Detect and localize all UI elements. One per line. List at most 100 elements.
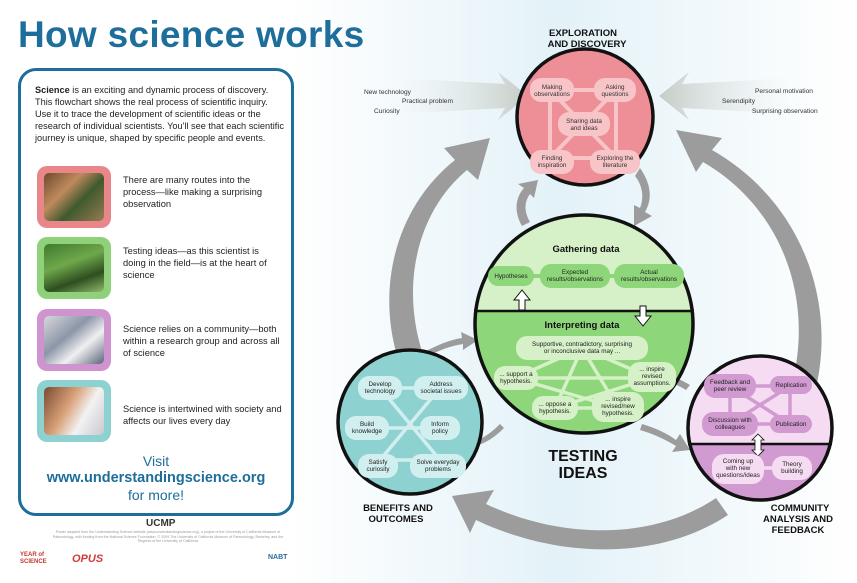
node-exploring-label-2: literature bbox=[603, 162, 628, 169]
node-satisfy-curiosity bbox=[358, 454, 398, 478]
card-text-benefits: Science is intertwined with society and … bbox=[123, 404, 282, 426]
node-making-label-1: Making bbox=[542, 84, 563, 91]
cycle-arrow-upper-right bbox=[676, 130, 822, 392]
exploration-title-2: AND DISCOVERY bbox=[548, 39, 627, 50]
node-expected-results bbox=[540, 264, 610, 288]
node-develop-label-1: Develop bbox=[368, 381, 392, 388]
node-oppose-label-2: hypothesis. bbox=[539, 408, 571, 415]
node-inspire-revised-assumptions bbox=[628, 362, 676, 392]
input-label-practical-problem: Practical problem bbox=[402, 98, 453, 105]
exploration-photo-card bbox=[37, 166, 111, 228]
node-solve-problems bbox=[410, 454, 466, 478]
node-solve-label-1: Solve everyday bbox=[416, 459, 460, 466]
node-support-label-1: ... support a bbox=[499, 371, 533, 378]
cycle-arrow-upper-left bbox=[389, 138, 490, 378]
node-hypotheses bbox=[488, 266, 534, 286]
opus-logo: OPUS bbox=[72, 553, 104, 565]
node-coming-label-3: questions/ideas bbox=[716, 472, 760, 479]
node-oppose-label-1: ... oppose a bbox=[539, 401, 572, 408]
node-finding-inspiration bbox=[530, 150, 574, 174]
node-finding-label-2: inspiration bbox=[538, 162, 567, 169]
node-discussion-colleagues bbox=[702, 412, 758, 436]
input-label-curiosity: Curiosity bbox=[374, 108, 400, 115]
doctor-patient-photo bbox=[44, 387, 104, 435]
node-address-label-2: societal issues bbox=[421, 388, 462, 395]
arrow-exploration-to-testing bbox=[634, 168, 652, 226]
arrow-up-to-hypotheses bbox=[512, 289, 532, 311]
students-photo bbox=[44, 173, 104, 221]
node-asking-label-1: Asking bbox=[606, 84, 625, 91]
intro-term: Science bbox=[35, 85, 70, 95]
node-inspire-new-label-1: ... inspire bbox=[605, 396, 631, 403]
arrow-benefits-to-testing bbox=[424, 332, 478, 356]
benefits-title-2: OUTCOMES bbox=[369, 514, 424, 525]
benefits-photo-card bbox=[37, 380, 111, 442]
ucmp-logo: UCMP bbox=[146, 518, 176, 529]
node-sharing-data bbox=[558, 112, 610, 136]
arrow-testing-to-exploration bbox=[516, 180, 538, 226]
node-coming-label-2: with new bbox=[725, 465, 751, 472]
node-satisfy-label-1: Satisfy bbox=[369, 459, 389, 466]
node-inform-label-1: Inform bbox=[431, 421, 449, 428]
node-sharing-label-2: and ideas bbox=[570, 125, 597, 132]
node-publication-label: Publication bbox=[776, 421, 807, 428]
testing-photo-card bbox=[37, 237, 111, 299]
node-making-label-2: observations bbox=[534, 91, 570, 98]
node-coming-up-questions bbox=[712, 454, 764, 484]
node-develop-label-2: technology bbox=[365, 388, 396, 395]
field-scientist-photo bbox=[44, 244, 104, 292]
node-support-hypothesis bbox=[494, 366, 538, 390]
arrow-testing-to-community bbox=[640, 424, 690, 452]
visit-url-link[interactable]: www.understandingscience.org bbox=[46, 470, 266, 486]
page-title: How science works bbox=[18, 14, 365, 55]
cycle-arrow-bottom bbox=[452, 490, 728, 550]
node-inform-label-2: policy bbox=[432, 428, 449, 435]
node-actual-label-1: Actual bbox=[640, 269, 658, 276]
year-of-science-logo: YEAR of SCIENCE bbox=[20, 552, 47, 565]
intro-text: Science is an exciting and dynamic proce… bbox=[35, 84, 285, 144]
node-inspire-assumptions-label-2: revised bbox=[642, 373, 663, 380]
gathering-data-title: Gathering data bbox=[552, 244, 620, 255]
visit-more: for more! bbox=[127, 487, 184, 503]
card-text-community: Science relies on a community—both withi… bbox=[123, 324, 280, 358]
node-inform-policy bbox=[420, 416, 460, 440]
node-hypotheses-label: Hypotheses bbox=[494, 273, 527, 280]
node-build-label-1: Build bbox=[360, 421, 374, 428]
exploration-title-1: EXPLORATION bbox=[549, 28, 617, 39]
node-inspire-new-label-3: hypothesis. bbox=[602, 410, 634, 417]
node-feedback-peer-review bbox=[704, 374, 756, 398]
node-supportive-data bbox=[516, 336, 648, 360]
input-arrow-left bbox=[395, 72, 528, 120]
community-title-3: FEEDBACK bbox=[772, 525, 825, 536]
node-actual-label-2: results/observations bbox=[621, 276, 677, 283]
node-feedback-label-2: peer review bbox=[714, 386, 747, 393]
node-satisfy-label-2: curiosity bbox=[366, 466, 390, 473]
node-theory-label-2: building bbox=[781, 468, 803, 475]
node-publication bbox=[770, 415, 812, 433]
node-address-label-1: Address bbox=[429, 381, 452, 388]
lab-group-photo bbox=[44, 316, 104, 364]
community-title-1: COMMUNITY bbox=[771, 503, 830, 514]
node-inspire-new-hypothesis bbox=[592, 392, 644, 422]
card-text-testing: Testing ideas—as this scientist is doing… bbox=[123, 246, 267, 280]
node-replication bbox=[770, 376, 812, 394]
node-support-label-2: hypothesis. bbox=[500, 378, 532, 385]
testing-ideas-title-1: TESTING bbox=[548, 448, 617, 465]
node-expected-label-2: results/observations bbox=[547, 276, 603, 283]
node-supportive-label-2: or inconclusive data may ... bbox=[544, 348, 621, 355]
community-circle bbox=[686, 354, 834, 502]
testing-ideas-title-2: IDEAS bbox=[559, 465, 608, 482]
node-inspire-assumptions-label-1: ... inspire bbox=[639, 366, 665, 373]
input-label-new-technology: New technology bbox=[364, 89, 412, 96]
node-theory-label-1: Theory bbox=[782, 461, 802, 468]
node-expected-label-1: Expected bbox=[562, 269, 589, 276]
node-asking-label-2: questions bbox=[602, 91, 629, 98]
node-address-societal bbox=[414, 376, 468, 400]
node-inspire-new-label-2: revised/new bbox=[601, 403, 635, 410]
node-develop-technology bbox=[358, 376, 402, 400]
node-asking-questions bbox=[594, 78, 636, 102]
node-exploring-literature bbox=[590, 150, 640, 174]
input-label-surprising-observation: Surprising observation bbox=[752, 108, 818, 115]
